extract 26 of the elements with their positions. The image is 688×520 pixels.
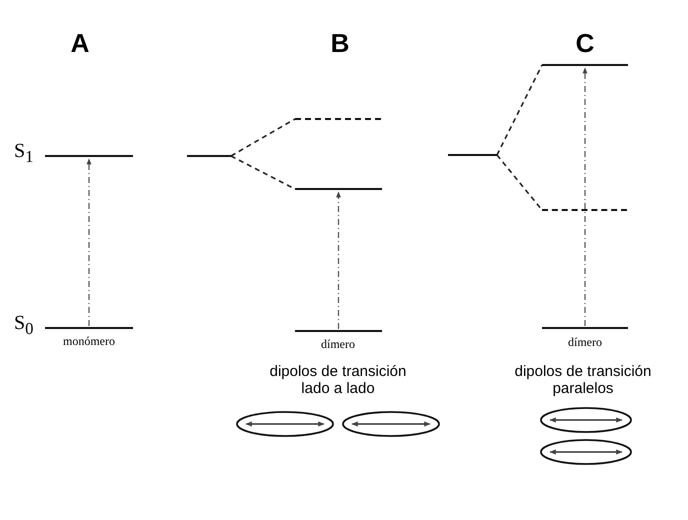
dashed-energy-level — [295, 118, 381, 122]
panel-letter: C — [574, 28, 596, 59]
transition-arrow — [86, 158, 92, 326]
energy-level — [45, 155, 133, 159]
splitting-line — [230, 118, 296, 157]
level-caption: dímero — [320, 337, 356, 352]
dipole-caption: dipolos de transición paralelos — [514, 364, 652, 397]
energy-level — [542, 327, 628, 331]
level-caption: monómero — [62, 334, 116, 349]
energy-level — [448, 154, 497, 158]
energy-level — [295, 330, 382, 334]
splitting-line — [496, 64, 543, 156]
energy-level — [542, 64, 628, 68]
panel-letter: A — [70, 28, 90, 59]
transition-arrow — [336, 191, 341, 329]
level-caption: dímero — [567, 335, 603, 350]
transition-arrow — [582, 67, 588, 326]
energy-level — [295, 188, 382, 192]
energy-level — [187, 155, 231, 159]
splitting-line — [496, 154, 543, 210]
dashed-energy-level — [542, 209, 627, 213]
state-label: S$_{0}$ — [14, 312, 34, 339]
dipole-caption: dipolos de transición lado a lado — [268, 364, 408, 397]
panel-letter: B — [330, 28, 350, 59]
energy-level — [45, 327, 133, 331]
state-label: S$_{1}$ — [14, 140, 34, 167]
